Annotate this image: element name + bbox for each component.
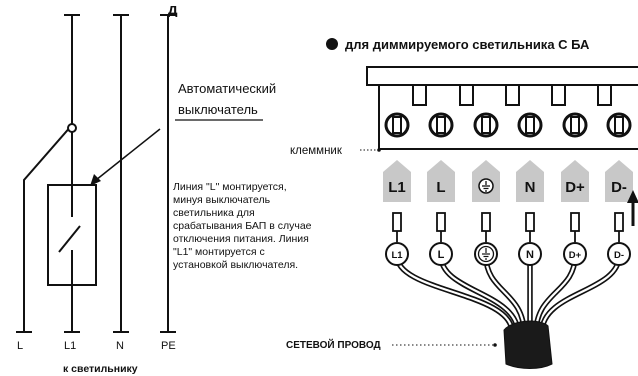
mains-cable-sheath (503, 320, 553, 369)
connector-label: D+ (569, 250, 582, 261)
terminal-screw-slot (436, 116, 446, 134)
heading-fragment: д (168, 1, 178, 18)
terminal-screw-slot (525, 116, 535, 134)
terminal-marker (427, 160, 455, 202)
breaker-blade (58, 225, 81, 253)
connector-label: L (438, 249, 445, 261)
note-line: минуя выключатель (173, 194, 271, 206)
terminal-label: N (525, 179, 536, 196)
terminal-label: L1 (388, 179, 406, 196)
connector-ring (607, 242, 631, 266)
note-line: установкой выключателя. (173, 259, 298, 271)
note-line: "L1" монтируется с (173, 246, 265, 258)
wire-highlight (395, 255, 514, 333)
terminal-tab (459, 84, 474, 106)
wire-label-l1: L1 (64, 340, 76, 352)
note-line: отключения питания. Линия (173, 233, 309, 245)
terminal-marker (561, 160, 589, 202)
connector-ring (518, 242, 542, 266)
wire-highlight (540, 255, 621, 333)
cable-wires: L1 L N D+ D- (385, 212, 631, 335)
breaker-label-line1: Автоматический (178, 81, 276, 96)
connector-ring (385, 242, 409, 266)
connector-label: L1 (391, 250, 403, 261)
connector-ring (429, 242, 453, 266)
terminal-tab (505, 84, 520, 106)
connector-pin (614, 212, 624, 232)
junction-dot (67, 123, 77, 133)
terminal-tab (597, 84, 612, 106)
note-block: Линия "L" монтируется, минуя выключатель… (173, 181, 312, 271)
note-line: срабатывания БАП в случае (173, 220, 312, 232)
wire-label-pe: PE (161, 340, 176, 352)
breaker-pointer-arrowhead (90, 174, 101, 186)
connector-ring (563, 242, 587, 266)
breaker-label-line2: выключатель (178, 102, 258, 117)
terminal-marker (516, 160, 544, 202)
terminal-screw-slot (614, 116, 624, 134)
connector-pin (525, 212, 535, 232)
terminal-label-leader-dot (377, 148, 381, 152)
connector-pin (392, 212, 402, 232)
terminal-screw-slot (481, 116, 491, 134)
wire (394, 255, 515, 333)
connector-pin (481, 212, 491, 232)
terminal-block-top-rail (366, 66, 638, 86)
mains-cable-label: СЕТЕВОЙ ПРОВОД (286, 338, 381, 351)
mains-cable-leader-dot (493, 343, 497, 347)
terminal-markers: L1 L N D+ D- (383, 160, 633, 202)
heading-bullet (326, 38, 338, 50)
note-line: Линия "L" монтируется, (173, 181, 287, 193)
connector-label: N (526, 249, 534, 261)
to-luminaire-caption: к светильнику (63, 363, 138, 375)
wire-l-branch (23, 124, 73, 332)
up-arrow-icon (627, 190, 638, 226)
terminal-label: D- (611, 179, 627, 196)
connector-pin (570, 212, 580, 232)
wire-label-l: L (17, 340, 23, 352)
terminal-block (366, 66, 638, 150)
terminal-tab (551, 84, 566, 106)
terminal-label: L (436, 179, 445, 196)
terminal-marker (383, 160, 411, 202)
wire-label-n: N (116, 340, 124, 352)
terminal-screws (384, 112, 632, 138)
note-line: светильника для (173, 207, 255, 219)
connector-label: D- (614, 250, 624, 261)
terminal-tab (412, 84, 427, 106)
terminal-screw-slot (392, 116, 402, 134)
breaker-schematic (16, 14, 176, 333)
heading-title: для диммируемого светильника С БА (345, 37, 590, 52)
terminal-screw-slot (570, 116, 580, 134)
terminal-label: D+ (565, 179, 585, 196)
terminal-block-label: клеммник (290, 145, 343, 157)
connector-pin (436, 212, 446, 232)
breaker-pointer-line (95, 128, 161, 181)
wire-highlight (439, 255, 520, 335)
terminal-marker (605, 160, 633, 202)
